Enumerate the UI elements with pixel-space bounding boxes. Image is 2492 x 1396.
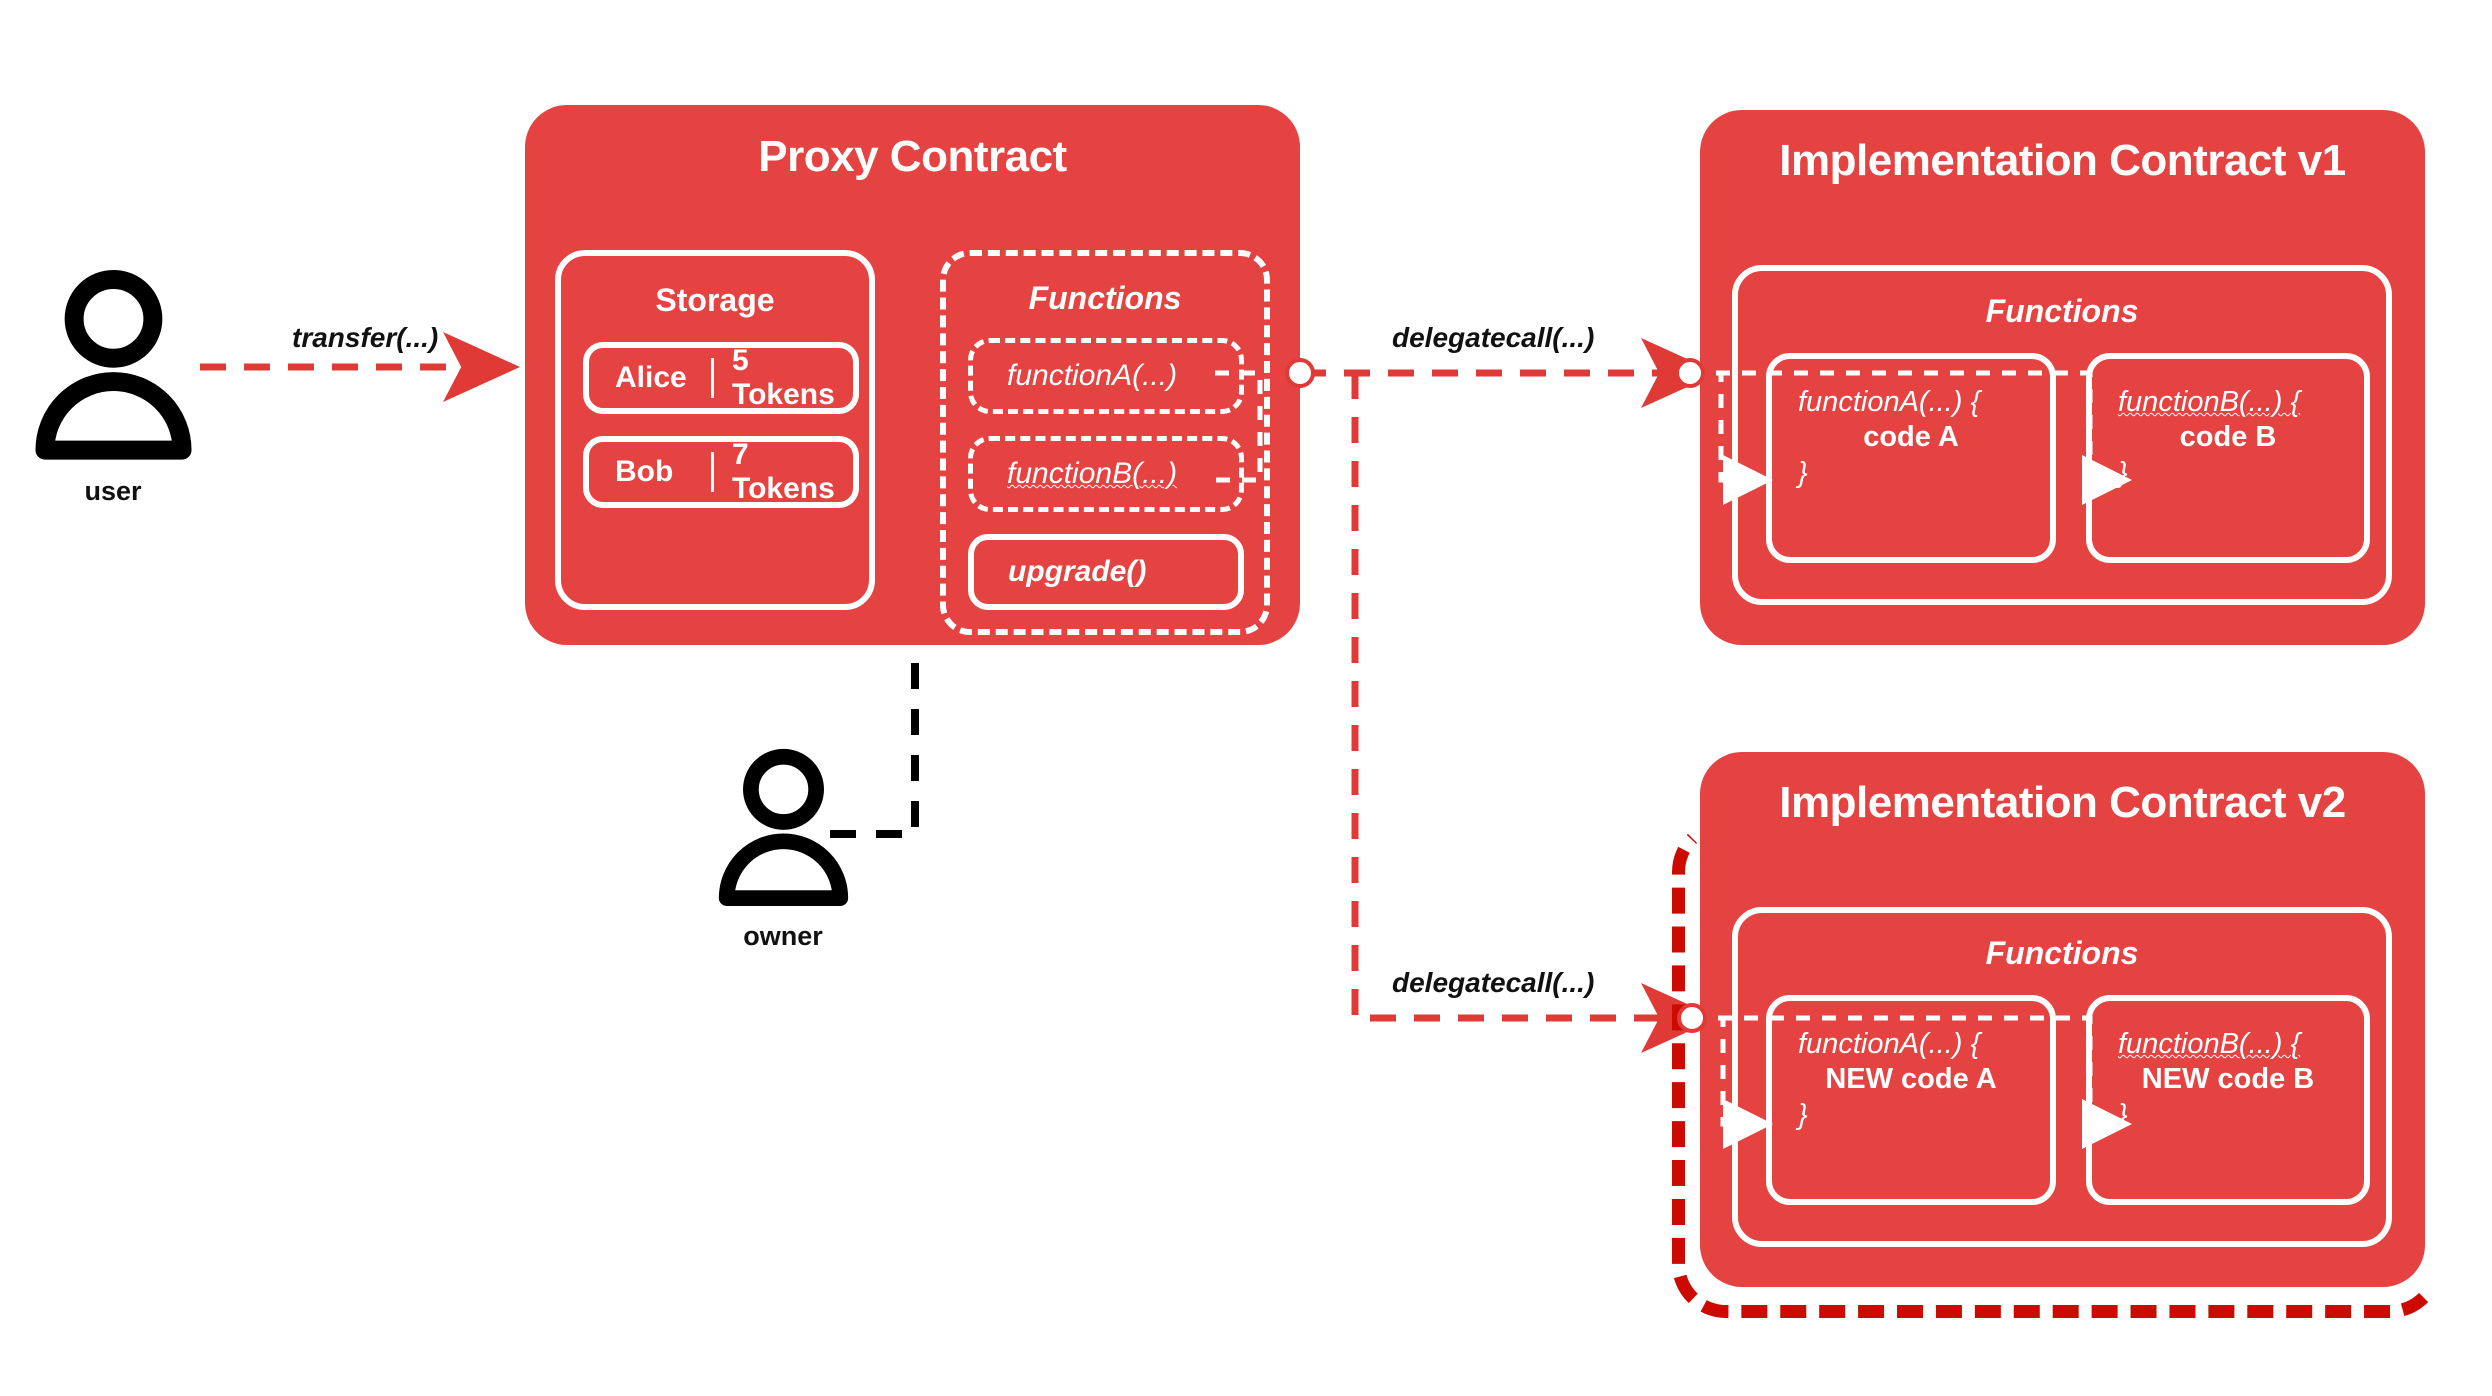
impl-v1-functionB-signature: functionB(...) { — [2118, 386, 2301, 418]
actor-user[interactable]: user — [18, 268, 208, 507]
impl-v2-title: Implementation Contract v2 — [1779, 778, 2346, 827]
impl-v2-functionA-body: NEW code A — [1825, 1063, 1997, 1096]
storage-separator — [711, 452, 714, 492]
impl-v1-functionB-box[interactable]: functionB(...) { code B } — [2086, 353, 2370, 563]
person-icon — [718, 748, 848, 906]
storage-name-alice: Alice — [615, 361, 687, 394]
person-icon — [34, 269, 192, 460]
proxy-function-label: functionB(...) — [1007, 457, 1178, 490]
impl-v1-functionA-signature: functionA(...) { — [1798, 386, 1981, 418]
proxy-storage-label: Storage — [655, 282, 775, 318]
impl-v2-functionA-close: } — [1798, 1099, 1808, 1132]
actor-owner-label: owner — [743, 921, 823, 951]
impl-v1-functionA-close: } — [1798, 457, 1808, 490]
impl-v2-functionB-body: NEW code B — [2141, 1063, 2315, 1096]
proxy-functions-panel: Functions functionA(...) functionB(...) … — [940, 250, 1270, 635]
proxy-function-upgrade[interactable]: upgrade() — [968, 534, 1244, 610]
impl-v2-highlight-ring — [1672, 818, 2444, 1318]
actor-owner[interactable]: owner — [688, 748, 878, 952]
impl-v2-card[interactable]: Implementation Contract v2 Functions fun… — [1700, 752, 2425, 1287]
impl-v2-functionB-signature: functionB(...) { — [2118, 1028, 2301, 1060]
storage-row-bob[interactable]: Bob 7 Tokens — [583, 436, 859, 508]
impl-v1-functionB-body: code B — [2179, 421, 2277, 454]
storage-name-bob: Bob — [615, 455, 674, 488]
storage-row-alice[interactable]: Alice 5 Tokens — [583, 342, 859, 414]
storage-row-content: Bob 7 Tokens — [589, 438, 853, 506]
edge-label-delegatecall-v1: delegatecall(...) — [1392, 322, 1595, 353]
impl-v1-functions-label: Functions — [1985, 293, 2139, 329]
storage-value-alice: 5 Tokens — [732, 344, 835, 411]
proxy-function-functionB[interactable]: functionB(...) — [968, 436, 1244, 512]
edge-label-delegatecall-v2: delegatecall(...) — [1392, 967, 1595, 998]
actor-user-label: user — [84, 476, 142, 506]
edge-delegatecall-trunk — [1300, 338, 1718, 1053]
proxy-function-label: upgrade() — [1008, 555, 1147, 588]
impl-v2-functionA-signature: functionA(...) { — [1798, 1028, 1981, 1060]
proxy-storage-panel: Storage Alice 5 Tokens Bob 7 Tokens — [555, 250, 875, 610]
proxy-functions-label: Functions — [1028, 280, 1182, 316]
storage-value-bob: 7 Tokens — [732, 438, 835, 505]
edge-label-transfer: transfer(...) — [292, 322, 439, 353]
impl-v1-title: Implementation Contract v1 — [1779, 136, 2346, 185]
proxy-function-functionA[interactable]: functionA(...) — [968, 338, 1244, 414]
proxy-function-label: functionA(...) — [1007, 359, 1178, 392]
impl-v2-functions-label: Functions — [1985, 935, 2139, 971]
impl-v1-functionA-body: code A — [1863, 421, 1959, 454]
storage-row-content: Alice 5 Tokens — [589, 344, 853, 412]
proxy-contract-title: Proxy Contract — [758, 132, 1067, 181]
storage-separator — [711, 358, 714, 398]
